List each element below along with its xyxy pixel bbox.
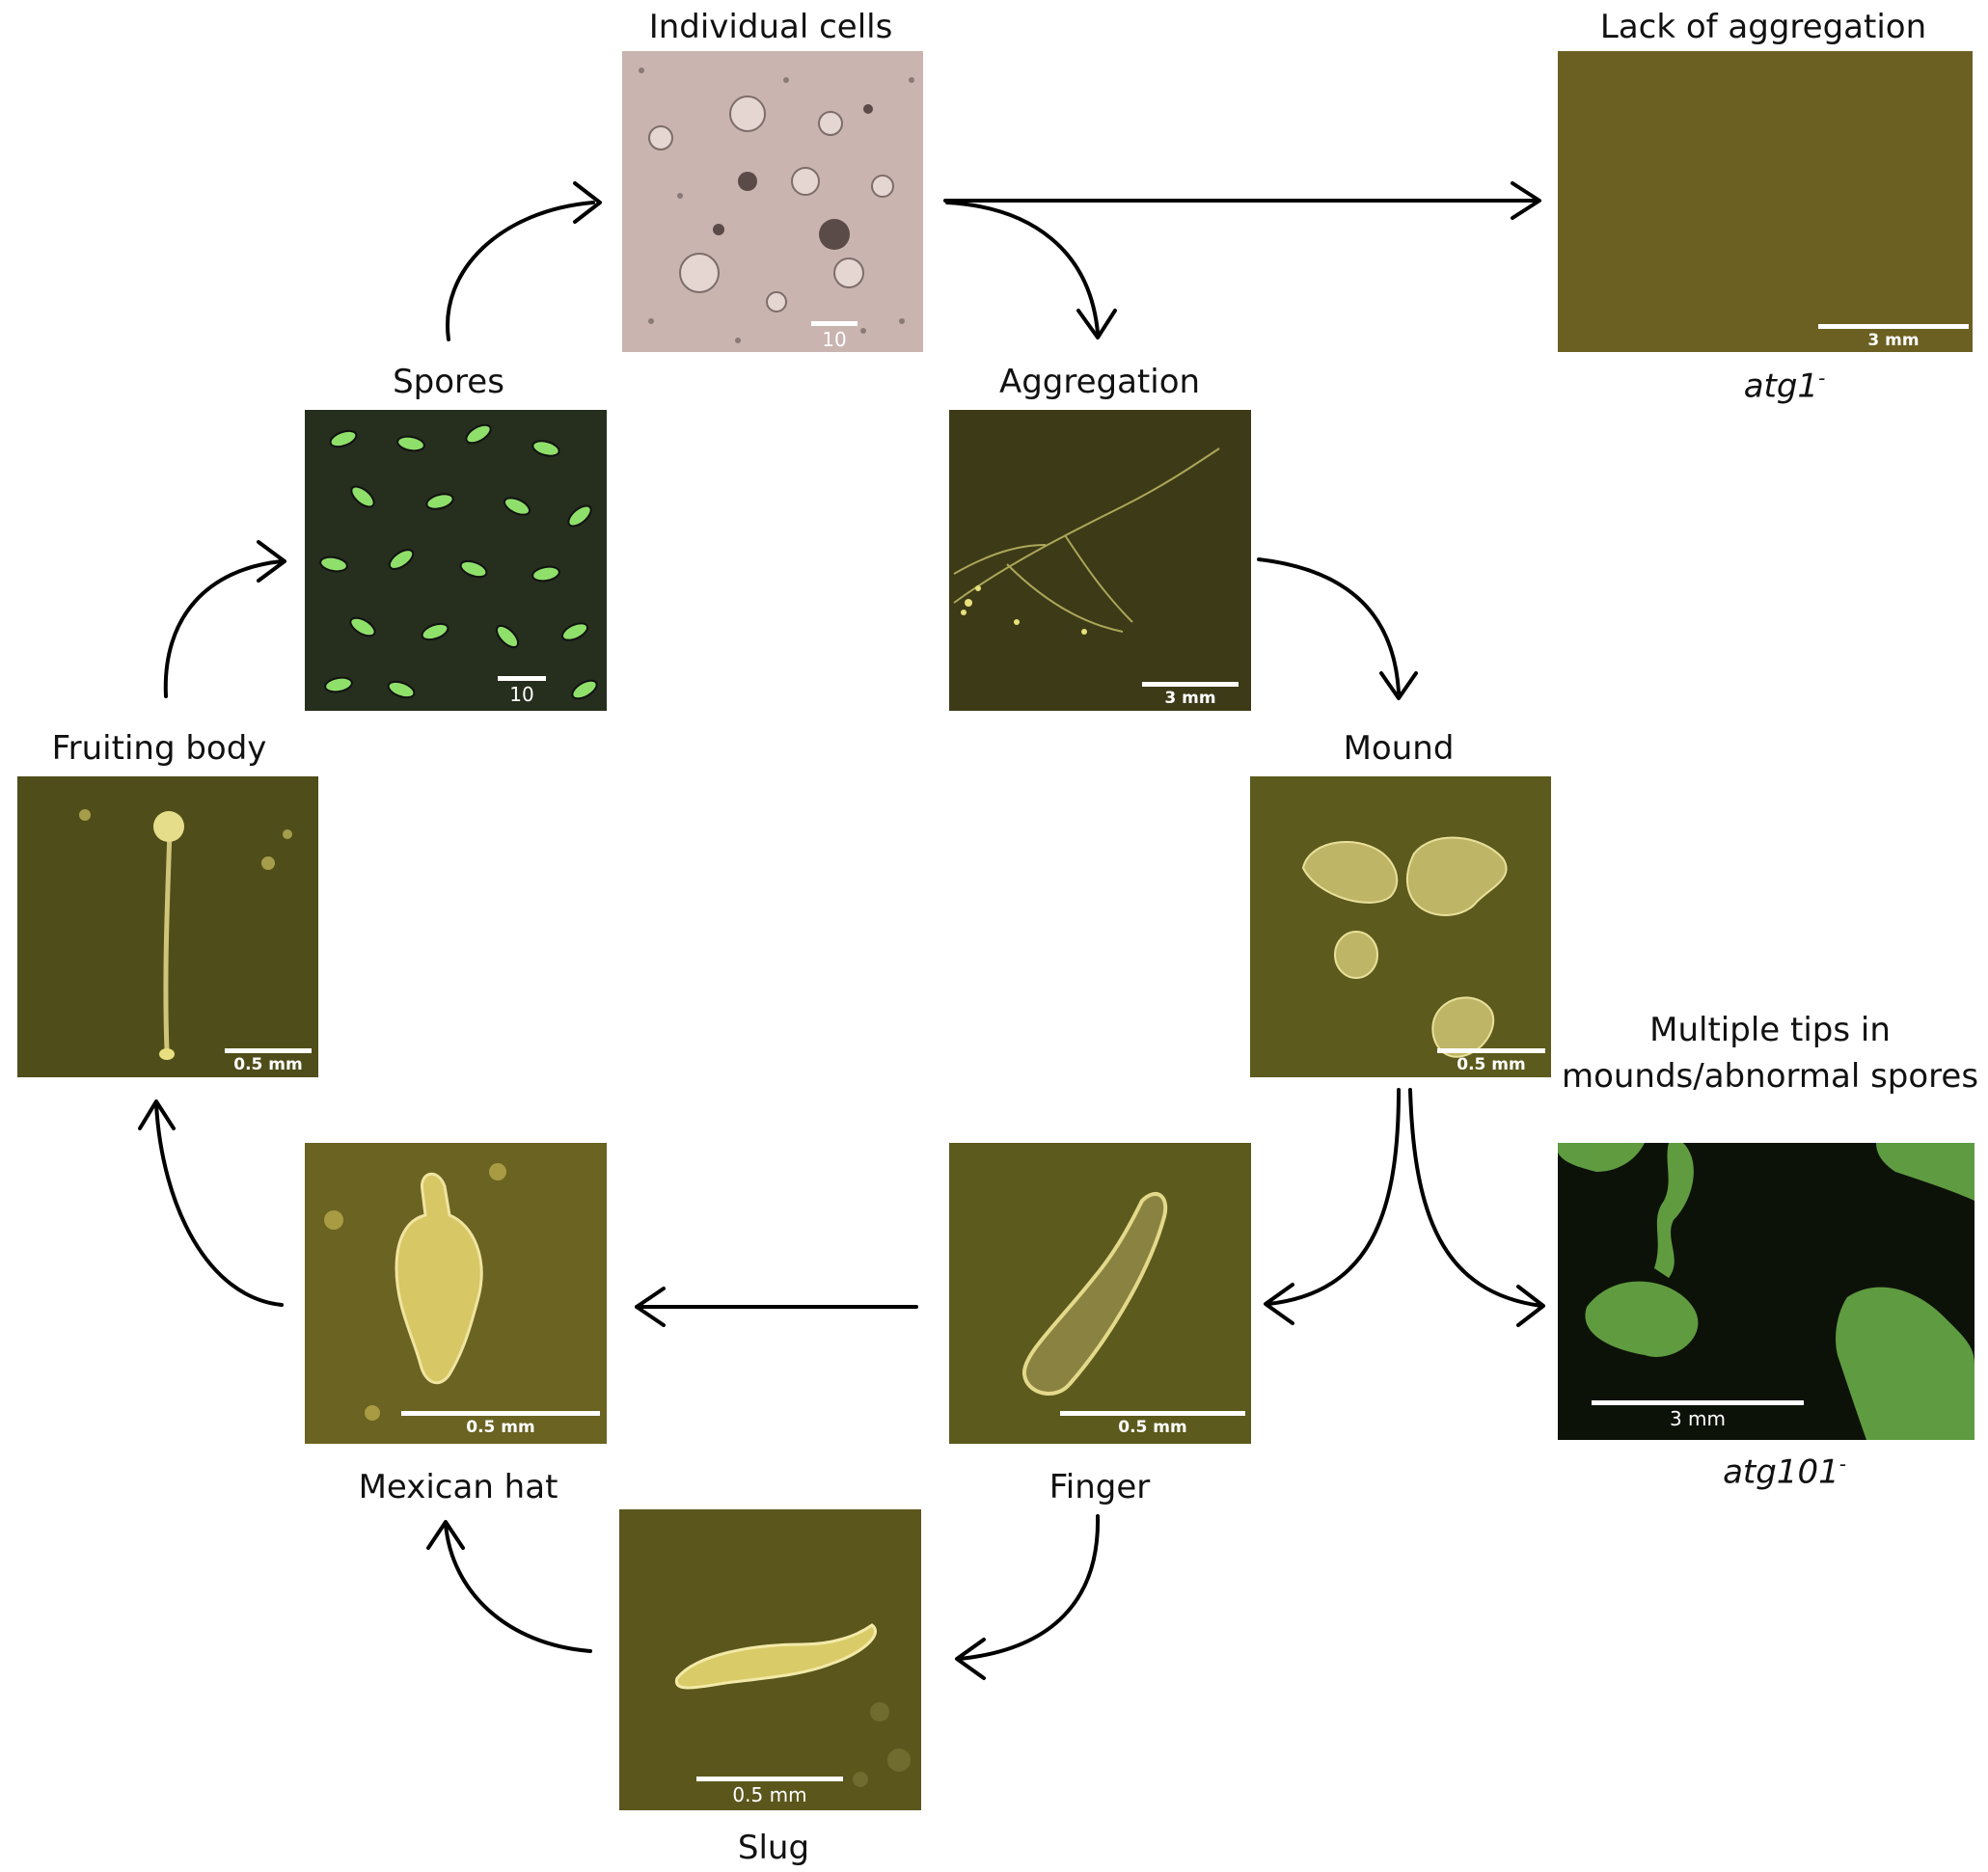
arrowhead (1264, 1283, 1294, 1325)
arrow-mound-to-finger (1266, 1088, 1401, 1306)
cells-micrograph (622, 51, 923, 352)
scale-bar-individual-cells: 10 μm (811, 321, 858, 352)
arrow-mound-to-atg101 (1408, 1088, 1543, 1308)
strain-name: atg101 (1723, 1452, 1839, 1492)
label-atg1-strain: atg1- (1717, 359, 1852, 405)
scale-label: 0.5 mm (732, 1783, 807, 1806)
image-finger: 0.5 mm (949, 1143, 1251, 1444)
label-finger: Finger (1048, 1468, 1151, 1506)
label-mexican-hat: Mexican hat (358, 1468, 558, 1506)
image-slug: 0.5 mm (619, 1509, 921, 1810)
scale-bar-aggregation: 3 mm (1142, 682, 1239, 708)
arrowhead (573, 181, 602, 224)
arrow-fruiting-body-to-spores (163, 559, 284, 698)
atg101-plate-image (1558, 1143, 1974, 1440)
scale-label: 10 μm (819, 328, 850, 352)
arrow-mexican-hat-to-fruiting-body (154, 1102, 284, 1307)
label-mound: Mound (1343, 729, 1455, 768)
image-spores: 10 μm (305, 410, 607, 711)
label-lack-of-aggregation: Lack of aggregation (1599, 8, 1927, 46)
image-lack-of-aggregation: 3 mm (1558, 51, 1973, 352)
arrowhead (257, 540, 286, 583)
scale-bar-atg1: 3 mm (1818, 324, 1969, 350)
label-atg101-strain: atg101- (1698, 1445, 1871, 1491)
scale-bar-finger: 0.5 mm (1060, 1411, 1245, 1437)
label-spores: Spores (393, 363, 504, 401)
label-aggregation: Aggregation (998, 363, 1201, 401)
scale-label: 3 mm (1669, 1407, 1727, 1430)
arrow-cells-to-aggregation (945, 201, 1100, 335)
image-multiple-tips: 3 mm (1558, 1143, 1974, 1440)
scale-label: 0.5 mm (1457, 1055, 1526, 1074)
label-multiple-tips: Multiple tips in mounds/abnormal spores (1561, 1011, 1979, 1096)
fruiting-body-image (17, 776, 318, 1077)
scale-label: 3 mm (1867, 331, 1920, 350)
arrowhead (1076, 309, 1117, 339)
scale-label: 0.5 mm (233, 1055, 303, 1074)
strain-superscript: - (1818, 366, 1826, 390)
image-aggregation: 3 mm (949, 410, 1251, 711)
scale-label: 0.5 mm (466, 1418, 535, 1437)
scale-bar-fruiting-body: 0.5 mm (225, 1048, 312, 1074)
arrow-spores-to-cells (446, 201, 595, 341)
strain-name: atg1 (1743, 366, 1819, 406)
arrowhead (955, 1638, 986, 1680)
arrow-finger-to-slug (958, 1514, 1101, 1661)
scale-bar-atg101: 3 mm (1592, 1400, 1804, 1430)
arrowhead (426, 1520, 465, 1550)
scale-label: 3 mm (1164, 689, 1216, 708)
finger-image (949, 1143, 1251, 1444)
arrowhead (635, 1287, 666, 1327)
strain-superscript: - (1838, 1452, 1846, 1476)
scale-label: 10 μm (506, 683, 537, 711)
arrowhead (1511, 181, 1541, 220)
image-fruiting-body: 0.5 mm (17, 776, 318, 1077)
slug-image (619, 1509, 921, 1810)
spores-micrograph (305, 410, 607, 711)
arrow-slug-to-mexican-hat (444, 1522, 592, 1653)
label-slug: Slug (737, 1829, 810, 1867)
mexican-hat-image (305, 1143, 607, 1444)
aggregation-plate-image (949, 410, 1251, 711)
scale-bar-mound: 0.5 mm (1437, 1048, 1545, 1074)
atg1-plate-image (1558, 51, 1973, 352)
arrow-aggregation-to-mound (1257, 557, 1401, 694)
mound-image (1250, 776, 1551, 1077)
image-mound: 0.5 mm (1250, 776, 1551, 1077)
image-individual-cells: 10 μm (622, 51, 923, 352)
scale-label: 0.5 mm (1118, 1418, 1187, 1437)
arrowhead (1379, 671, 1418, 700)
scale-bar-spores: 10 μm (498, 676, 546, 711)
arrowhead (1516, 1285, 1545, 1327)
image-mexican-hat: 0.5 mm (305, 1143, 607, 1444)
scale-bar-slug: 0.5 mm (696, 1777, 843, 1806)
arrowhead (138, 1099, 176, 1130)
scale-bar-mexican-hat: 0.5 mm (401, 1411, 600, 1437)
label-fruiting-body: Fruiting body (51, 729, 267, 768)
label-individual-cells: Individual cells (648, 8, 893, 46)
